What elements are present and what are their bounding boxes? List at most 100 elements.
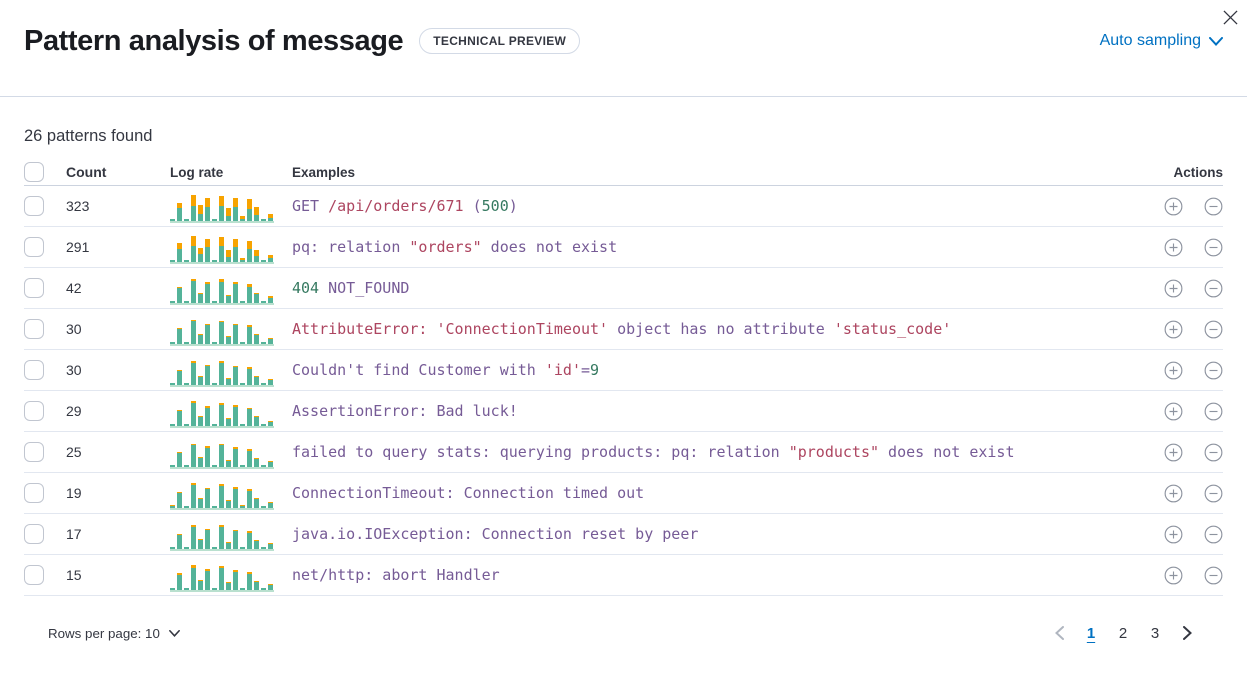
example-text: 404 NOT_FOUND	[292, 279, 410, 297]
plus-circle-icon	[1164, 197, 1182, 215]
plus-circle-icon	[1164, 279, 1182, 297]
minus-circle-icon	[1204, 279, 1222, 297]
minus-circle-icon	[1204, 238, 1222, 256]
sparkline-baseline	[170, 548, 274, 551]
chevron-right-icon	[1182, 626, 1192, 640]
page-3-button[interactable]: 3	[1143, 621, 1167, 645]
sparkline-baseline	[170, 507, 274, 510]
column-header-count: Count	[66, 164, 107, 180]
sparkline-baseline	[170, 466, 274, 469]
filter-out-pattern-button[interactable]	[1203, 524, 1223, 544]
filter-for-pattern-button[interactable]	[1163, 237, 1183, 257]
minus-circle-icon	[1204, 525, 1222, 543]
row-checkbox[interactable]	[24, 319, 44, 339]
filter-out-pattern-button[interactable]	[1203, 237, 1223, 257]
filter-out-pattern-button[interactable]	[1203, 319, 1223, 339]
example-text: pq: relation "orders" does not exist	[292, 238, 618, 256]
example-text: net/http: abort Handler	[292, 566, 500, 584]
log-rate-sparkline	[170, 477, 274, 510]
sparkline-baseline	[170, 343, 274, 346]
page-1-button[interactable]: 1	[1079, 621, 1103, 645]
row-checkbox[interactable]	[24, 524, 44, 544]
log-rate-sparkline	[170, 395, 274, 428]
filter-for-pattern-button[interactable]	[1163, 442, 1183, 462]
example-text: ConnectionTimeout: Connection timed out	[292, 484, 645, 502]
filter-out-pattern-button[interactable]	[1203, 442, 1223, 462]
pattern-analysis-flyout: Pattern analysis of message TECHNICAL PR…	[0, 0, 1247, 645]
plus-circle-icon	[1164, 484, 1182, 502]
page-title: Pattern analysis of message	[24, 24, 404, 57]
row-checkbox[interactable]	[24, 237, 44, 257]
close-x-icon	[1222, 9, 1238, 25]
chevron-down-icon	[1209, 36, 1223, 46]
filter-for-pattern-button[interactable]	[1163, 401, 1183, 421]
sparkline-baseline	[170, 220, 274, 223]
plus-circle-icon	[1164, 361, 1182, 379]
plus-circle-icon	[1164, 443, 1182, 461]
chevron-left-icon	[1054, 626, 1064, 640]
page-2-button[interactable]: 2	[1111, 621, 1135, 645]
row-checkbox[interactable]	[24, 401, 44, 421]
table-row: 29 AssertionError: Bad luck!	[24, 391, 1223, 432]
next-page-button[interactable]	[1175, 621, 1199, 645]
plus-circle-icon	[1164, 402, 1182, 420]
row-checkbox[interactable]	[24, 442, 44, 462]
row-checkbox[interactable]	[24, 483, 44, 503]
count-value: 15	[66, 567, 82, 583]
filter-out-pattern-button[interactable]	[1203, 483, 1223, 503]
sparkline-baseline	[170, 261, 274, 264]
filter-out-pattern-button[interactable]	[1203, 360, 1223, 380]
table-row: 19 ConnectionTimeout: Connection timed ou…	[24, 473, 1223, 514]
filter-for-pattern-button[interactable]	[1163, 360, 1183, 380]
flyout-header: Pattern analysis of message TECHNICAL PR…	[0, 0, 1247, 97]
filter-out-pattern-button[interactable]	[1203, 401, 1223, 421]
log-rate-sparkline	[170, 231, 274, 264]
sampling-dropdown[interactable]: Auto sampling	[1100, 32, 1223, 50]
rows-per-page-selector[interactable]: Rows per page: 10	[48, 626, 180, 641]
minus-circle-icon	[1204, 484, 1222, 502]
close-icon[interactable]	[1217, 4, 1243, 30]
count-value: 29	[66, 403, 82, 419]
minus-circle-icon	[1204, 402, 1222, 420]
count-value: 291	[66, 239, 90, 255]
column-header-log-rate: Log rate	[170, 164, 224, 180]
filter-out-pattern-button[interactable]	[1203, 278, 1223, 298]
select-all-checkbox[interactable]	[24, 162, 44, 182]
filter-for-pattern-button[interactable]	[1163, 565, 1183, 585]
filter-out-pattern-button[interactable]	[1203, 565, 1223, 585]
row-checkbox[interactable]	[24, 196, 44, 216]
log-rate-sparkline	[170, 559, 274, 592]
rows-per-page-label: Rows per page: 10	[48, 625, 160, 641]
example-text: java.io.IOException: Connection reset by…	[292, 525, 699, 543]
count-value: 30	[66, 362, 82, 378]
filter-for-pattern-button[interactable]	[1163, 278, 1183, 298]
filter-for-pattern-button[interactable]	[1163, 196, 1183, 216]
plus-circle-icon	[1164, 320, 1182, 338]
column-header-actions: Actions	[1173, 164, 1223, 180]
row-checkbox[interactable]	[24, 565, 44, 585]
example-text: AttributeError: 'ConnectionTimeout' obje…	[292, 320, 952, 338]
filter-for-pattern-button[interactable]	[1163, 319, 1183, 339]
row-checkbox[interactable]	[24, 360, 44, 380]
count-value: 19	[66, 485, 82, 501]
example-text: AssertionError: Bad luck!	[292, 402, 518, 420]
example-text: failed to query stats: querying products…	[292, 443, 1015, 461]
filter-for-pattern-button[interactable]	[1163, 524, 1183, 544]
filter-out-pattern-button[interactable]	[1203, 196, 1223, 216]
row-checkbox[interactable]	[24, 278, 44, 298]
plus-circle-icon	[1164, 238, 1182, 256]
log-rate-sparkline	[170, 313, 274, 346]
count-value: 17	[66, 526, 82, 542]
sparkline-baseline	[170, 302, 274, 305]
previous-page-button[interactable]	[1047, 621, 1071, 645]
table-header-row: Count Log rate Examples Actions	[24, 159, 1223, 186]
filter-for-pattern-button[interactable]	[1163, 483, 1183, 503]
table-row: 291 pq: relation "orders" does not exist	[24, 227, 1223, 268]
minus-circle-icon	[1204, 320, 1222, 338]
flyout-body: 26 patterns found Count Log rate Example…	[0, 127, 1247, 645]
minus-circle-icon	[1204, 361, 1222, 379]
